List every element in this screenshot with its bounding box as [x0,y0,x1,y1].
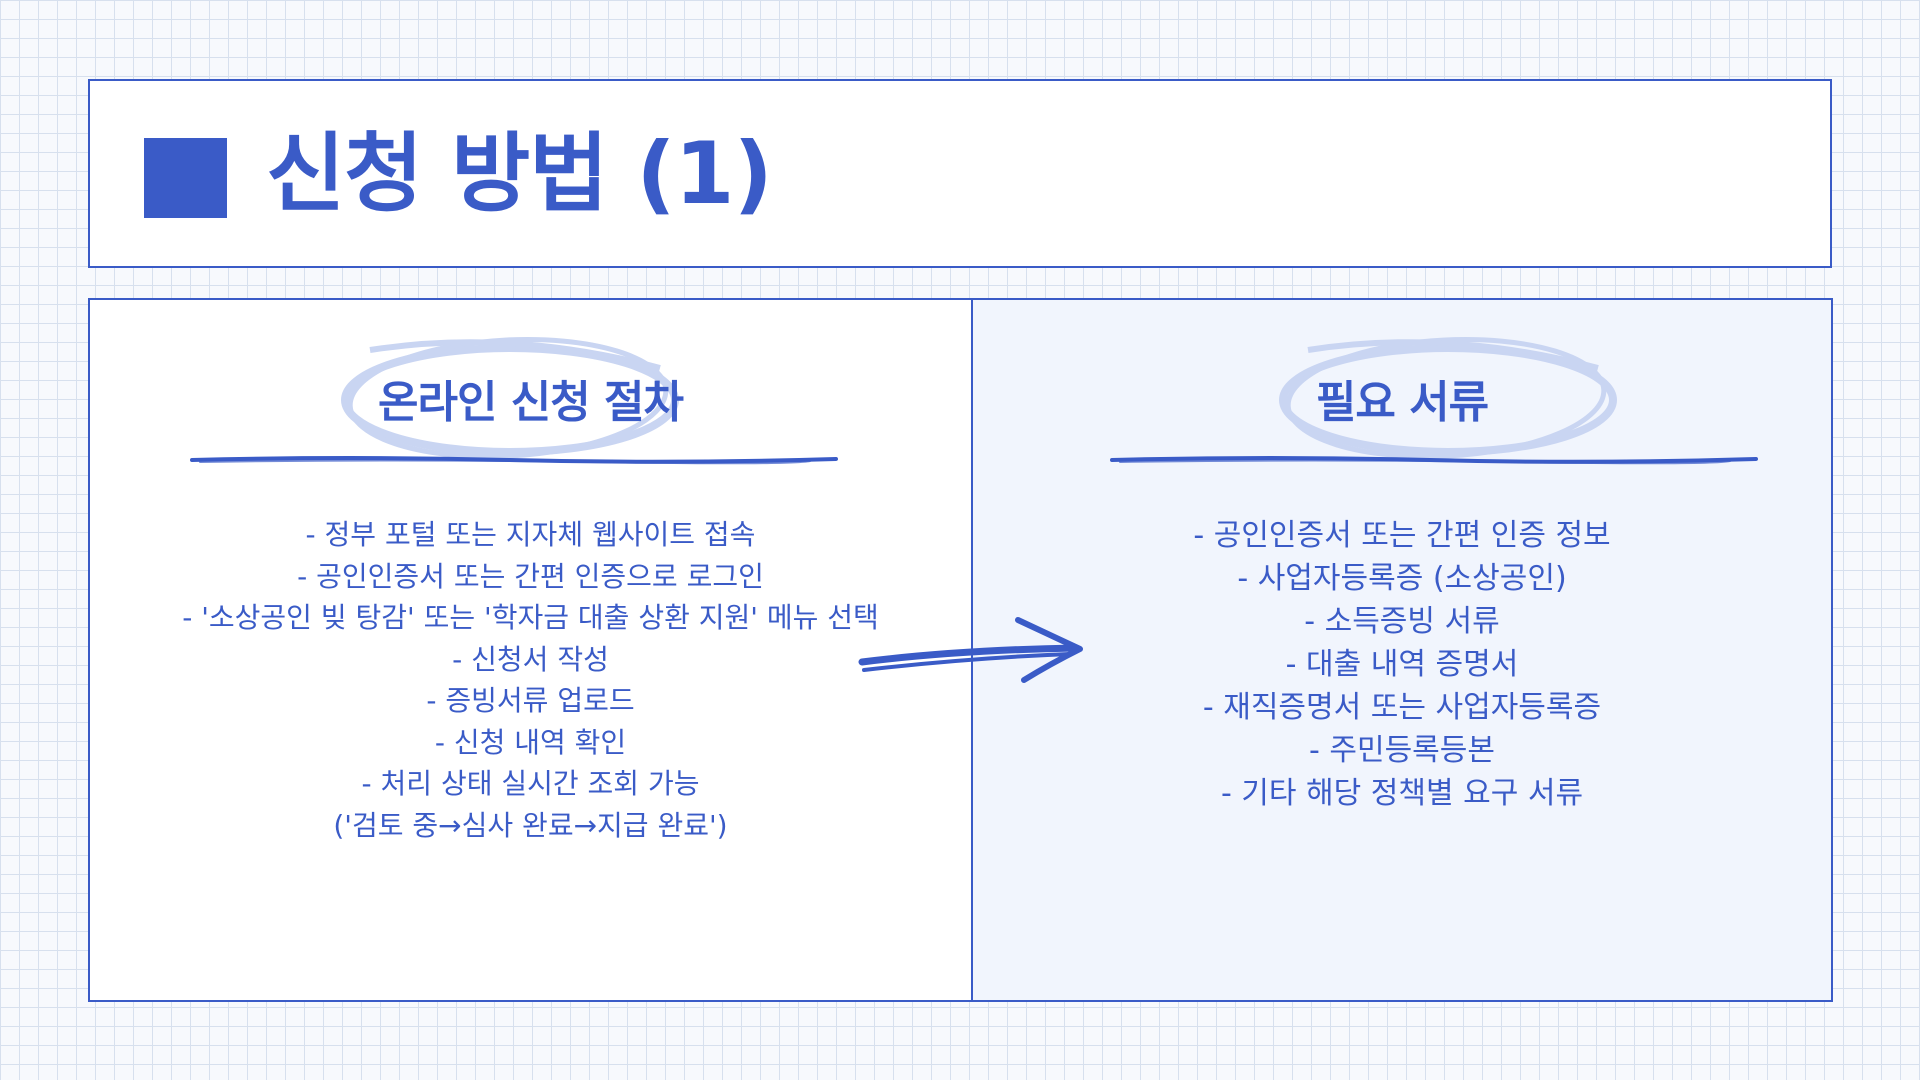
documents-list: - 공인인증서 또는 간편 인증 정보 - 사업자등록증 (소상공인) - 소득… [973,514,1831,815]
list-item: - 대출 내역 증명서 [1285,647,1519,682]
panel-heading-required-documents: 필요 서류 [1315,377,1489,428]
list-item: - 처리 상태 실시간 조회 가능 [361,767,700,800]
title-box: 신청 방법 (1) [88,79,1832,268]
list-item: - 재직증명서 또는 사업자등록증 [1202,690,1602,725]
list-item: - 기타 해당 정책별 요구 서류 [1220,776,1584,811]
panel-heading-online-procedure: 온라인 신청 절차 [378,377,684,428]
list-item: - 사업자등록증 (소상공인) [1237,561,1567,596]
brush-underline-icon [1110,456,1758,465]
required-documents-panel: 필요 서류 - 공인인증서 또는 간편 인증 정보 - 사업자등록증 (소상공인… [971,298,1833,1002]
list-item: - 공인인증서 또는 간편 인증 정보 [1193,518,1611,553]
list-item: - 증빙서류 업로드 [426,684,635,717]
online-procedure-panel: 온라인 신청 절차 - 정부 포털 또는 지자체 웹사이트 접속 - 공인인증서… [88,298,973,1002]
square-marker-icon [144,138,227,218]
list-item: - '소상공인 빚 탕감' 또는 '학자금 대출 상환 지원' 메뉴 선택 [182,601,879,634]
list-item: ('검토 중→심사 완료→지급 완료') [333,808,728,842]
list-item: - 소득증빙 서류 [1304,604,1500,639]
list-item: - 공인인증서 또는 간편 인증으로 로그인 [297,559,764,593]
brush-underline-icon [190,456,838,465]
page-title: 신청 방법 (1) [266,124,773,224]
list-item: - 주민등록등본 [1309,733,1495,768]
list-item: - 정부 포털 또는 지자체 웹사이트 접속 [305,518,756,551]
list-item: - 신청서 작성 [452,642,609,676]
procedure-list: - 정부 포털 또는 지자체 웹사이트 접속 - 공인인증서 또는 간편 인증으… [90,514,971,846]
list-item: - 신청 내역 확인 [434,725,627,759]
